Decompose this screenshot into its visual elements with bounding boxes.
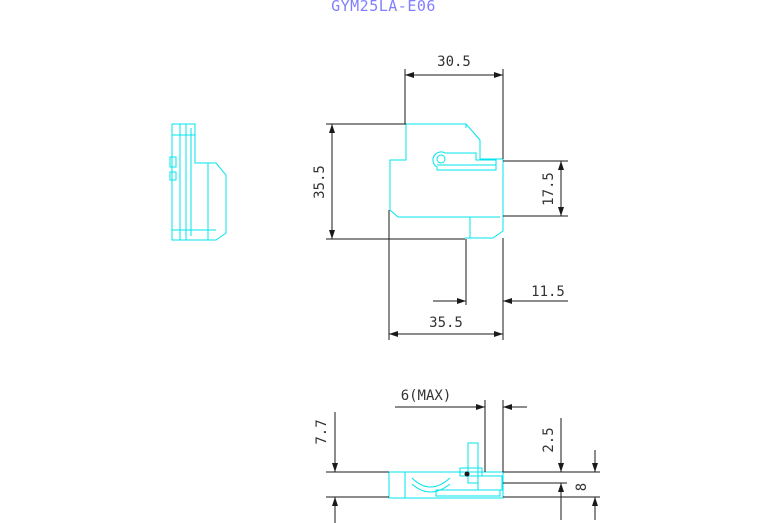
dimension-top-width bbox=[404, 69, 504, 159]
bottom-view-curve bbox=[411, 477, 451, 488]
drawing-title: GYM25LA-E06 bbox=[331, 0, 436, 15]
dimension-label-side-depth: 8 bbox=[574, 483, 590, 491]
bottom-view bbox=[388, 442, 504, 499]
side-view-outline bbox=[171, 123, 227, 241]
side-view-tab bbox=[169, 156, 177, 168]
bottom-view-post bbox=[467, 442, 479, 484]
dimension-right-height bbox=[503, 160, 568, 217]
side-view-left bbox=[169, 123, 227, 241]
front-view bbox=[389, 123, 504, 239]
dimension-bottom-width bbox=[388, 210, 504, 340]
dimension-label-bottom-width: 35.5 bbox=[429, 315, 463, 331]
dimension-label-side-small: 2.5 bbox=[541, 427, 557, 452]
front-view-outline-right bbox=[406, 123, 504, 239]
dimension-right-offset bbox=[433, 239, 568, 305]
front-view-hole bbox=[436, 154, 446, 164]
dimension-label-right-height: 17.5 bbox=[541, 172, 557, 206]
dimension-label-right-offset: 11.5 bbox=[531, 284, 565, 300]
bottom-view-screw-icon bbox=[464, 471, 470, 477]
dimension-label-side-height: 7.7 bbox=[314, 419, 330, 444]
bottom-view-body bbox=[388, 471, 504, 499]
bottom-view-block bbox=[459, 467, 483, 477]
bottom-view-clip bbox=[477, 475, 503, 491]
dimension-side-small bbox=[503, 418, 567, 520]
front-view-hook bbox=[432, 151, 497, 171]
side-view-tab bbox=[169, 171, 177, 181]
dimension-label-max-thickness: 6(MAX) bbox=[401, 388, 452, 404]
front-view-outline-left bbox=[389, 124, 500, 218]
dimension-side-height bbox=[326, 412, 389, 523]
dimension-label-top-width: 30.5 bbox=[437, 54, 471, 70]
bottom-view-plate bbox=[435, 489, 501, 497]
dimension-label-left-height: 35.5 bbox=[312, 165, 328, 199]
dimension-left-height bbox=[326, 123, 465, 240]
dimension-side-depth bbox=[503, 450, 600, 520]
bottom-view-curve bbox=[411, 483, 451, 493]
dimension-max-thickness bbox=[395, 400, 527, 472]
